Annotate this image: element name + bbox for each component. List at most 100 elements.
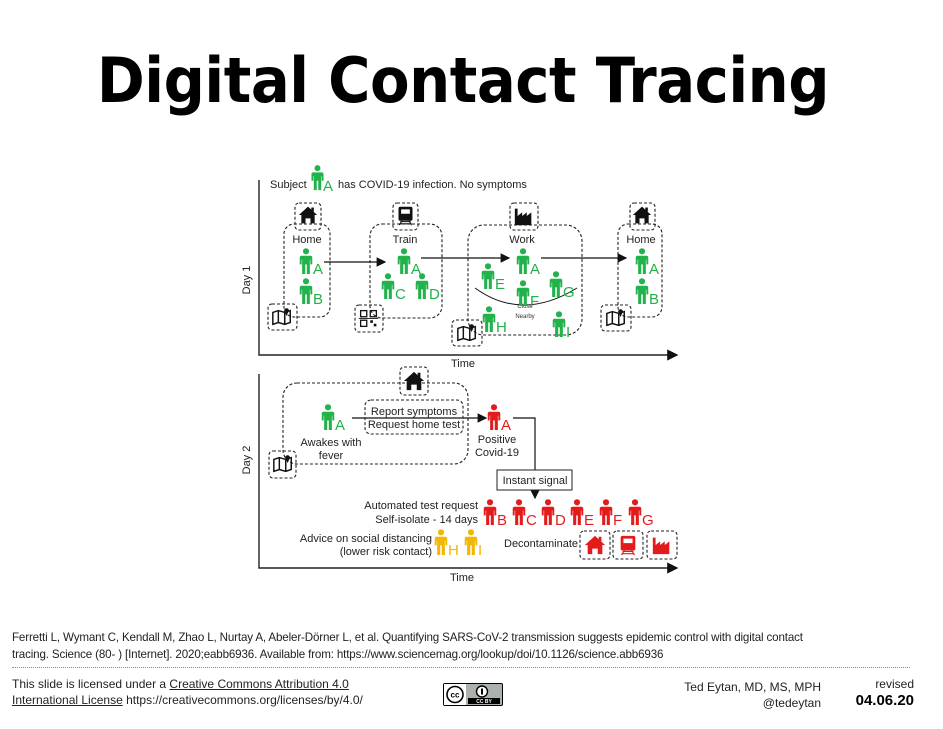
person-letter: H	[496, 319, 507, 336]
advice-label: Advice on social distancing	[300, 533, 432, 545]
person-icon	[487, 404, 501, 431]
person-letter: F	[530, 293, 539, 310]
subject-description: has COVID-19 infection. No symptoms	[338, 179, 527, 191]
location-label-home: Home	[626, 234, 655, 246]
person-icon	[482, 306, 496, 333]
person-letter: E	[584, 512, 594, 529]
revised-label: revised	[875, 677, 914, 691]
awakes-label: fever	[319, 450, 344, 462]
person-icon	[570, 499, 584, 526]
person-letter: I	[478, 542, 482, 559]
person-icon	[516, 248, 530, 275]
house-icon	[632, 206, 652, 224]
person-letter: G	[642, 512, 654, 529]
person-icon	[541, 499, 555, 526]
person-icon	[311, 165, 324, 191]
nearby-label: Nearby	[515, 314, 534, 320]
person-icon	[481, 263, 495, 290]
license-link[interactable]: International License	[12, 693, 123, 707]
person-icon	[628, 499, 642, 526]
person-letter: F	[613, 512, 622, 529]
contact-person: H	[434, 529, 459, 559]
day2-axes	[258, 374, 679, 574]
contact-person: B	[299, 278, 323, 308]
contact-person: C	[381, 273, 406, 303]
person-icon	[635, 278, 649, 305]
train-zone	[369, 223, 443, 319]
house-icon	[584, 535, 606, 555]
location-label-train: Train	[393, 234, 418, 246]
house-icon	[298, 206, 318, 224]
slide-title: Digital Contact Tracing	[96, 44, 830, 117]
contact-person: G	[549, 271, 575, 301]
contact-person: D	[541, 499, 566, 529]
person-letter: G	[563, 284, 575, 301]
subject-letter: A	[323, 178, 333, 195]
instant-signal-label: Instant signal	[503, 475, 568, 487]
contact-person: D	[415, 273, 440, 303]
contact-person: A	[635, 248, 659, 278]
citation-line: Ferretti L, Wymant C, Kendall M, Zhao L,…	[12, 631, 803, 644]
license-line: This slide is licensed under a Creative …	[12, 677, 349, 691]
contact-person: F	[599, 499, 622, 529]
divider	[12, 667, 910, 668]
qr-code-icon	[358, 309, 379, 328]
report-label: Report symptoms	[371, 406, 458, 418]
contact-person: E	[570, 499, 594, 529]
person-icon	[512, 499, 526, 526]
day1-time-label: Time	[451, 358, 475, 370]
svg-text:cc: cc	[451, 691, 460, 700]
contact-person: G	[628, 499, 654, 529]
author-name: Ted Eytan, MD, MS, MPH	[684, 680, 821, 694]
person-icon	[464, 529, 478, 556]
person-icon	[321, 404, 335, 431]
advice-label: (lower risk contact)	[340, 546, 432, 558]
license-prefix: This slide is licensed under a	[12, 677, 170, 691]
contact-person: B	[483, 499, 507, 529]
license-line: International License https://creativeco…	[12, 693, 363, 707]
person-letter: B	[313, 291, 323, 308]
person-letter: B	[497, 512, 507, 529]
person-icon	[434, 529, 448, 556]
day2-panel: Day 2 Time A Awakes with fever Report sy…	[241, 366, 679, 584]
person-letter: A	[649, 261, 659, 278]
home-zone	[283, 223, 331, 318]
factory-icon	[652, 537, 670, 555]
positive-label: Positive	[478, 434, 517, 446]
house-icon	[403, 371, 425, 391]
decontaminate-label: Decontaminate	[504, 538, 578, 550]
map-pin-icon	[273, 454, 292, 473]
home-zone	[617, 223, 663, 318]
person-letter: B	[649, 291, 659, 308]
person-icon	[516, 280, 530, 307]
close-label: Close	[517, 304, 533, 310]
automated-label: Automated test request	[364, 500, 478, 512]
contact-person: A	[397, 248, 421, 278]
day1-axes	[258, 180, 679, 361]
person-icon	[299, 248, 313, 275]
location-label-home: Home	[292, 234, 321, 246]
person-letter: A	[313, 261, 323, 278]
person-icon	[299, 278, 313, 305]
factory-icon	[514, 208, 532, 226]
person-letter: H	[448, 542, 459, 559]
license-link[interactable]: Creative Commons Attribution 4.0	[169, 677, 349, 691]
person-letter: A	[530, 261, 540, 278]
positive-label: Covid-19	[475, 447, 519, 459]
person-icon	[552, 311, 566, 338]
day1-panel: Day 1 Time Subject A has COVID-19 infect…	[241, 165, 679, 370]
contact-person: I	[552, 311, 570, 341]
day2-time-label: Time	[450, 572, 474, 584]
person-icon	[635, 248, 649, 275]
day1-axis-label: Day 1	[241, 266, 253, 295]
person-letter: C	[395, 286, 406, 303]
contact-person: H	[482, 306, 507, 336]
person-icon	[483, 499, 497, 526]
day2-axis-label: Day 2	[241, 446, 253, 475]
train-icon	[620, 535, 636, 556]
awakes-label: Awakes with	[301, 437, 362, 449]
